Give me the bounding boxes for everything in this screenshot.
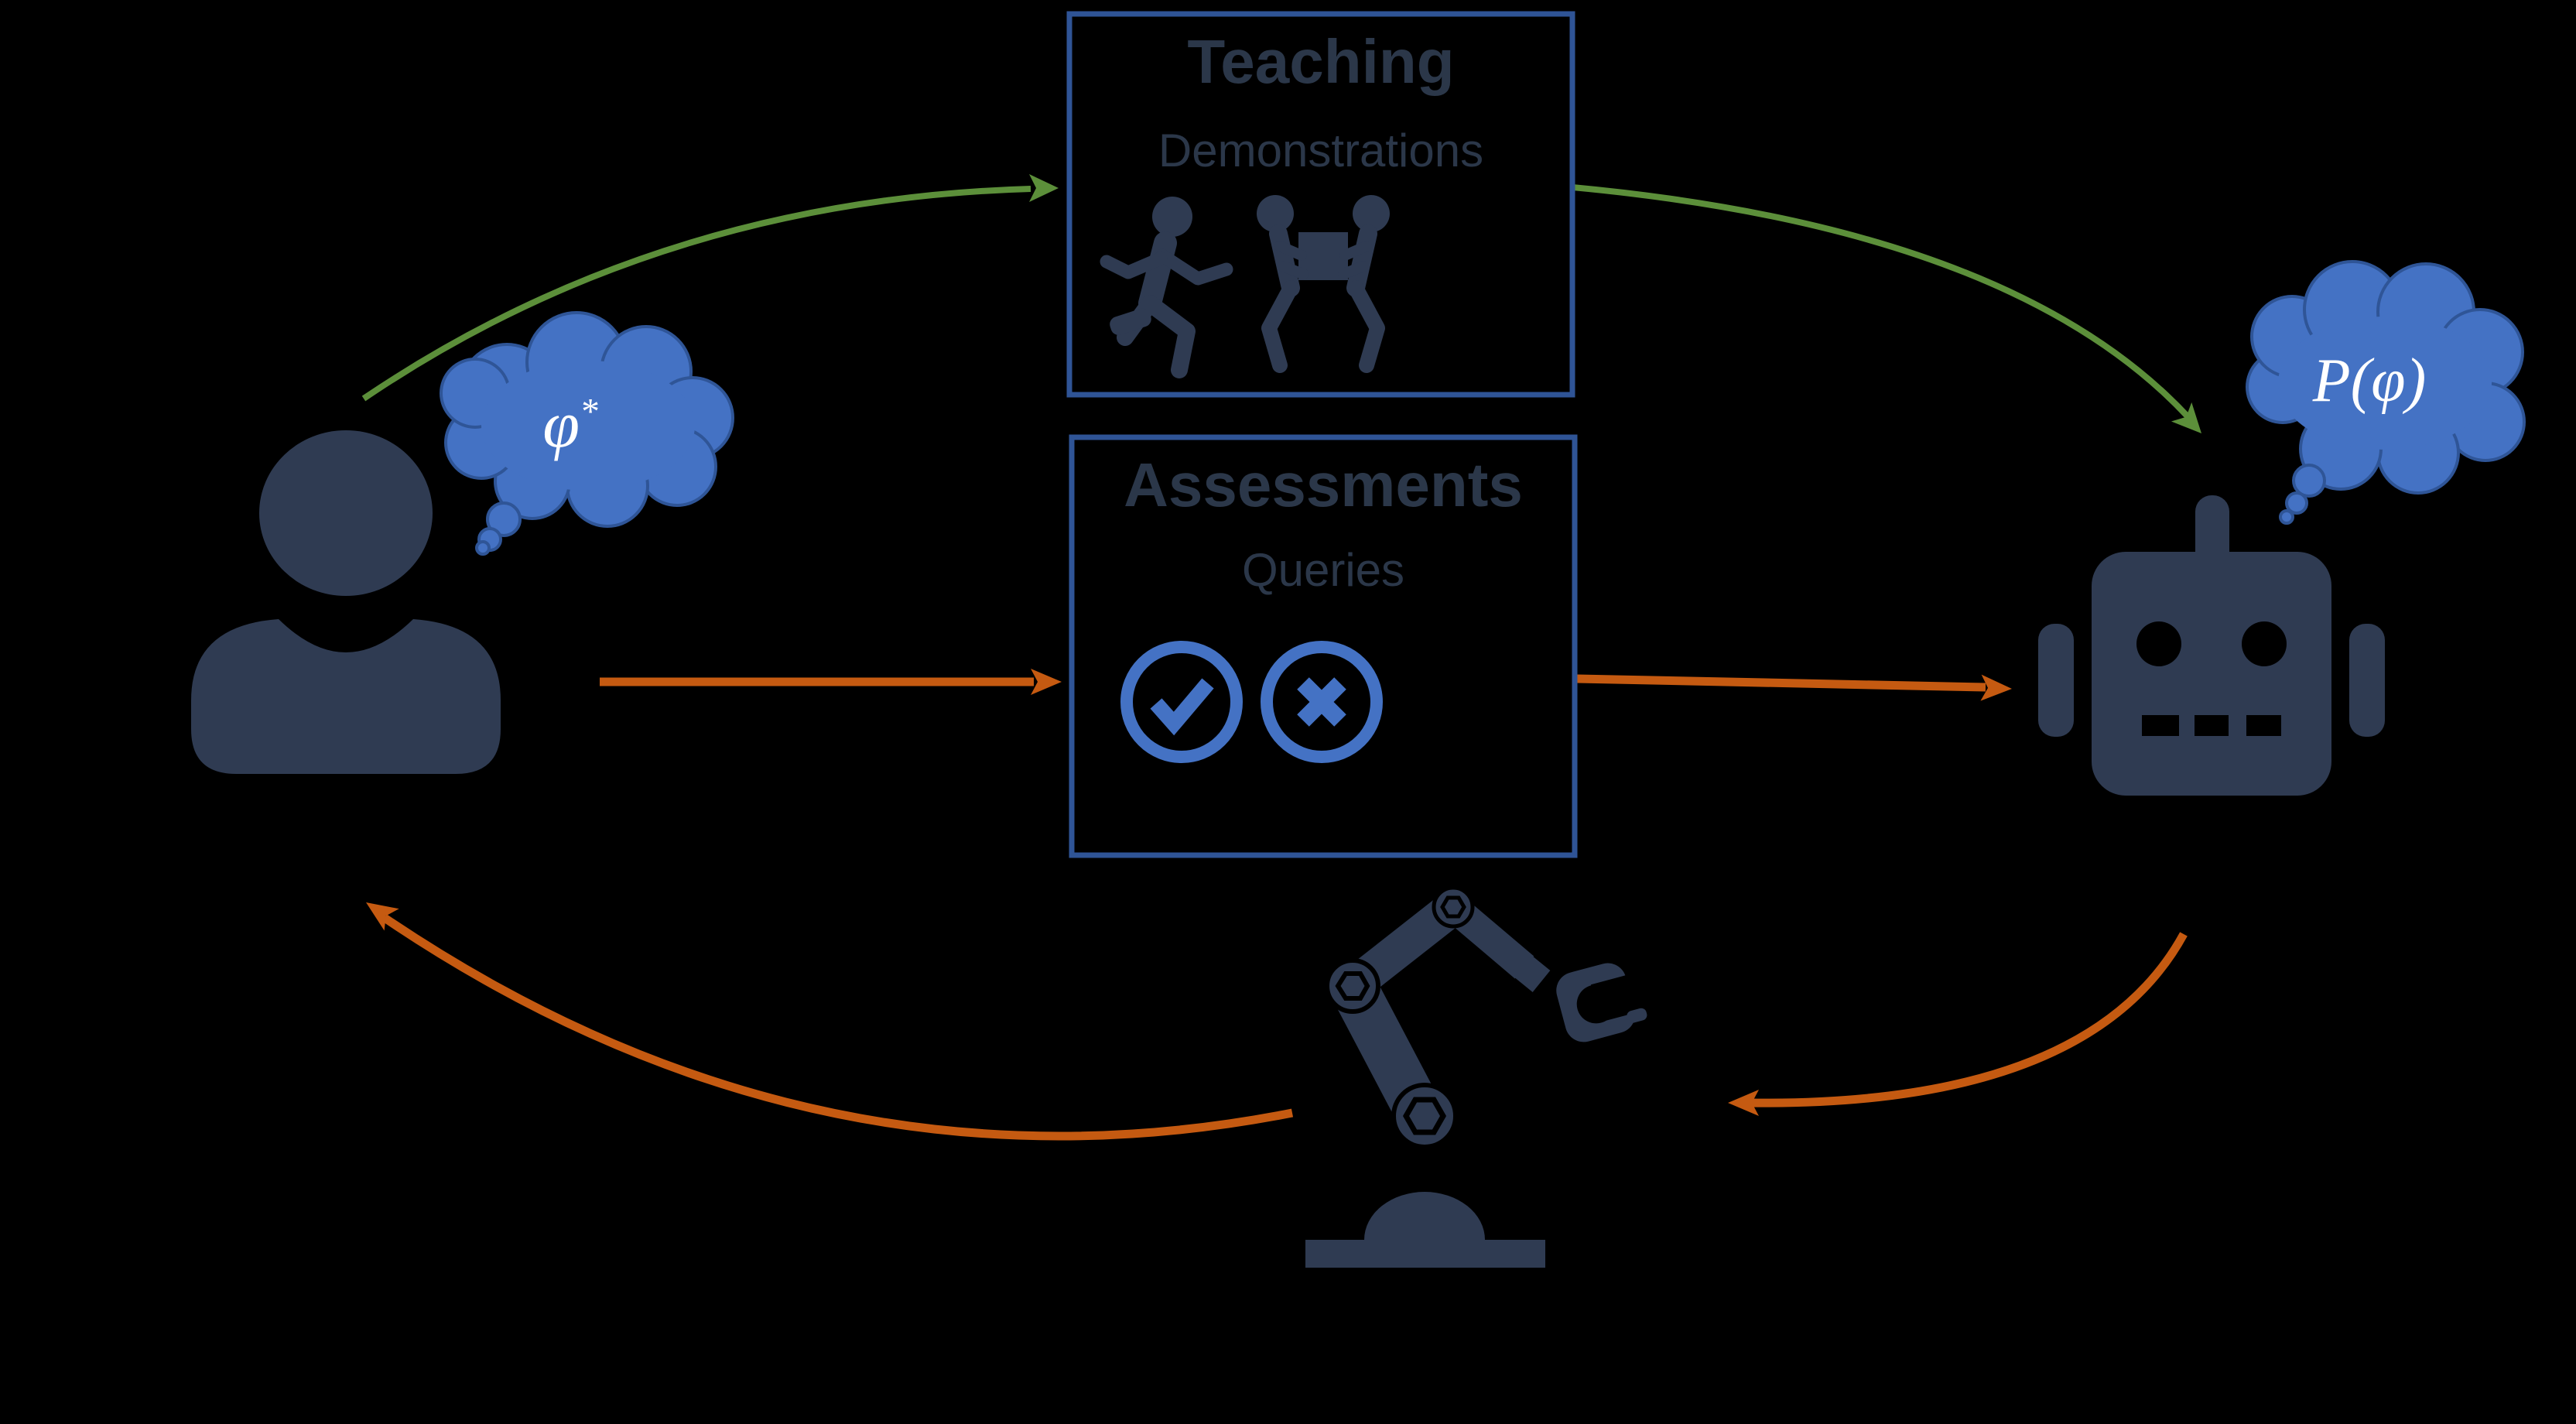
- person-icon: [191, 430, 501, 774]
- robot-arm-icon: [1305, 885, 1647, 1268]
- teaching-box: [1066, 11, 1575, 398]
- robot-thought-label: P(φ): [2312, 347, 2427, 415]
- arrow-human-to-teaching: [361, 174, 1059, 402]
- assessments-title: Assessments: [1124, 450, 1523, 519]
- phi-superscript: *: [579, 392, 598, 433]
- arrow-robot-to-arm: [1728, 932, 2188, 1116]
- phi-symbol: φ: [542, 387, 580, 461]
- thought-bubble-human-icon: [440, 311, 734, 556]
- arrow-arm-to-human: [366, 902, 1294, 1141]
- running-person-icon: [1100, 197, 1233, 378]
- assessments-subtitle: Queries: [1241, 544, 1405, 596]
- arrow-teaching-to-robot: [1572, 184, 2201, 433]
- teaching-title: Teaching: [1187, 27, 1455, 96]
- people-carrying-box-icon: [1257, 195, 1390, 373]
- arrow-human-to-assessments: [600, 669, 1062, 695]
- human-thought-label: φ*: [454, 391, 686, 457]
- check-circle-icon: [1120, 641, 1243, 763]
- thought-bubble-robot-icon: [2246, 260, 2526, 525]
- teaching-subtitle: Demonstrations: [1158, 125, 1484, 176]
- robot-icon: [2038, 495, 2385, 796]
- cross-circle-icon: [1261, 641, 1383, 763]
- arrow-assessments-to-robot: [1576, 674, 2012, 701]
- assessments-box: [1069, 434, 1578, 858]
